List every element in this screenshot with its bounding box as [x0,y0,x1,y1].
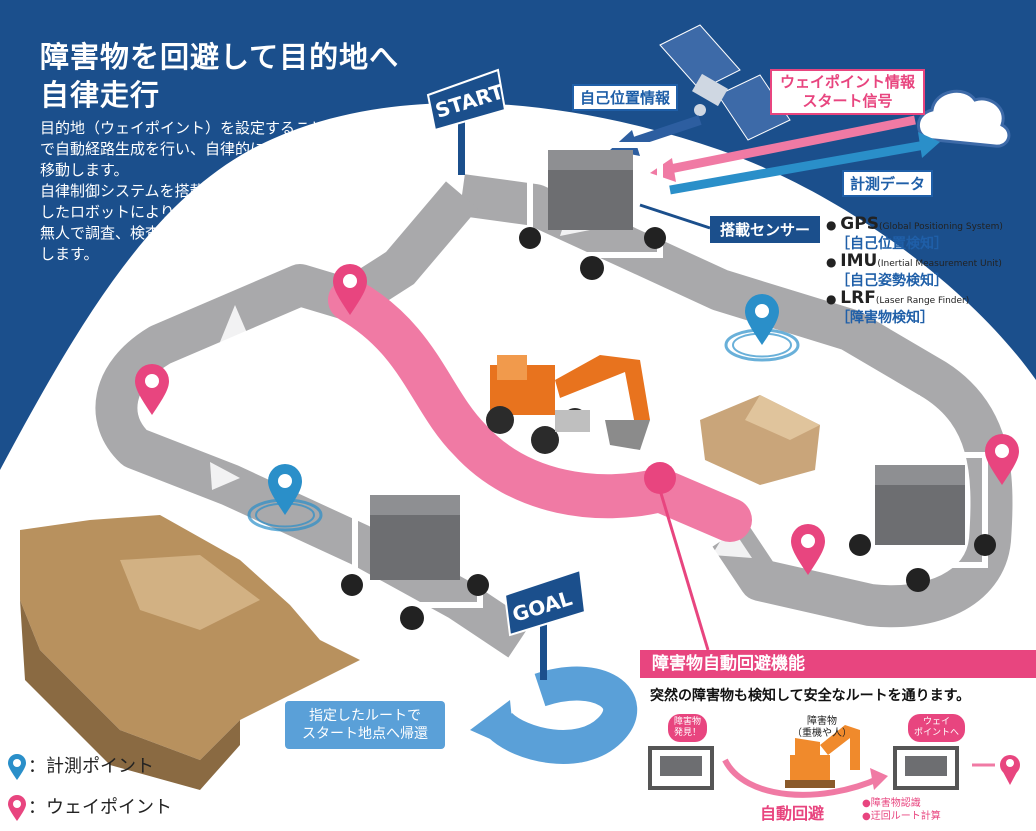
sensor-tag: 搭載センサー [710,216,821,243]
waypoint-pin-icon [135,364,169,415]
excavator-obstacle [486,355,650,454]
measurement-data-caption: 計測データ [842,170,934,197]
road-left-loop [95,264,532,658]
legend-waypoint-label: ：ウェイポイント [28,797,172,818]
obstacle-type-label: 障害物 （重機や人） [792,716,852,740]
description-line: 移動します。 [40,161,129,179]
legend-measurement-label: ：計測ポイント [28,756,154,777]
avoidance-step-2: ●迂回ルート計算 [862,811,941,822]
description: 目的地（ウェイポイント）を設定すること で自動経路生成を行い、自律的に 移動しま… [40,118,325,265]
obstacle-found-bubble: 障害物 発見！ [668,714,708,742]
sensor-list: ● GPS(Global Positioning System) ［自己位置検知… [826,216,1003,327]
sensor-gps: ● GPS(Global Positioning System) [826,214,1003,234]
sensor-imu-function: ［自己姿勢検知］ [836,273,948,289]
description-line: で自動経路生成を行い、自律的に [40,140,266,158]
legend-waypoint: ：ウェイポイント [6,793,172,822]
robot-goal [341,487,489,630]
page-title: 障害物を回避して目的地へ 自律走行 [40,38,399,114]
avoidance-diagram [648,725,1020,798]
sensor-lrf: ● LRF(Laser Range Finder) [826,288,970,308]
rock-obstacle [700,395,820,485]
description-line: 無人で調査、検査 [40,224,161,242]
waypoint-info-caption: ウェイポイント情報 スタート信号 [770,69,926,115]
waypoint-pin-icon [8,795,26,821]
avoidance-route [328,278,752,542]
avoidance-steps: ●障害物認識 ●迂回ルート計算 [862,797,941,823]
avoidance-step-1: ●障害物認識 [862,798,921,809]
measurement-pin-icon [8,754,26,780]
waypoint-pin-icon [985,434,1019,485]
robot-right [849,452,996,592]
obstacle-type-line-2: （重機や人） [792,728,852,739]
waypoint-info-line-2: スタート信号 [802,92,893,110]
description-line: 自律制御システムを搭載 [40,182,205,200]
self-position-caption: 自己位置情報 [572,84,679,111]
avoidance-callout-dot [644,462,676,494]
mini-robot-2 [893,746,959,790]
sensor-lrf-function: ［障害物検知］ [836,310,934,326]
sensor-imu: ● IMU(Inertial Measurement Unit) [826,251,1002,271]
sensor-gps-function: ［自己位置検知］ [836,236,948,252]
cloud-icon [916,89,1011,148]
mini-robot-1 [648,746,714,790]
waypoint-info-line-1: ウェイポイント情報 [780,73,916,91]
legend-measurement: ：計測ポイント [6,752,154,781]
return-route [487,666,638,764]
terrain-cliff [20,515,360,790]
road-arrow [210,462,240,490]
map-pins [135,264,1019,575]
title-line-2: 自律走行 [40,78,161,112]
return-arrow-head [470,700,515,750]
to-waypoint-bubble: ウェイ ポイントへ [908,714,966,742]
return-line-1: 指定したルートで [309,708,421,724]
road-arrow [220,305,250,342]
auto-avoid-label: 自動回避 [760,804,825,823]
waypoint-pin-icon [791,524,825,575]
waypoint-pin-icon [333,264,367,315]
description-line: します。 [40,245,99,263]
detour-arrow [722,758,882,798]
obstacle-type-line-1: 障害物 [807,716,837,727]
goal-sign: GOAL [503,568,587,680]
measurement-pin-icon [724,294,800,362]
road-arrow [885,395,920,428]
avoidance-callout-line [658,489,710,651]
sensor-callout-line [639,203,711,230]
robot-start [519,142,666,280]
avoidance-heading: 障害物自動回避機能 [640,650,1036,678]
return-route-box: 指定したルートで スタート地点へ帰還 [285,701,445,749]
return-line-2: スタート地点へ帰還 [302,726,428,742]
measurement-pin-icon [247,464,323,532]
title-line-1: 障害物を回避して目的地へ [40,40,400,74]
satellite-icon [659,24,791,141]
description-line: 目的地（ウェイポイント）を設定すること [40,119,326,137]
road-connector [338,181,479,318]
avoidance-description: 突然の障害物も検知して安全なルートを通ります。 [650,688,971,704]
mini-excavator-icon [785,725,860,788]
description-line: したロボットにより [40,203,175,221]
